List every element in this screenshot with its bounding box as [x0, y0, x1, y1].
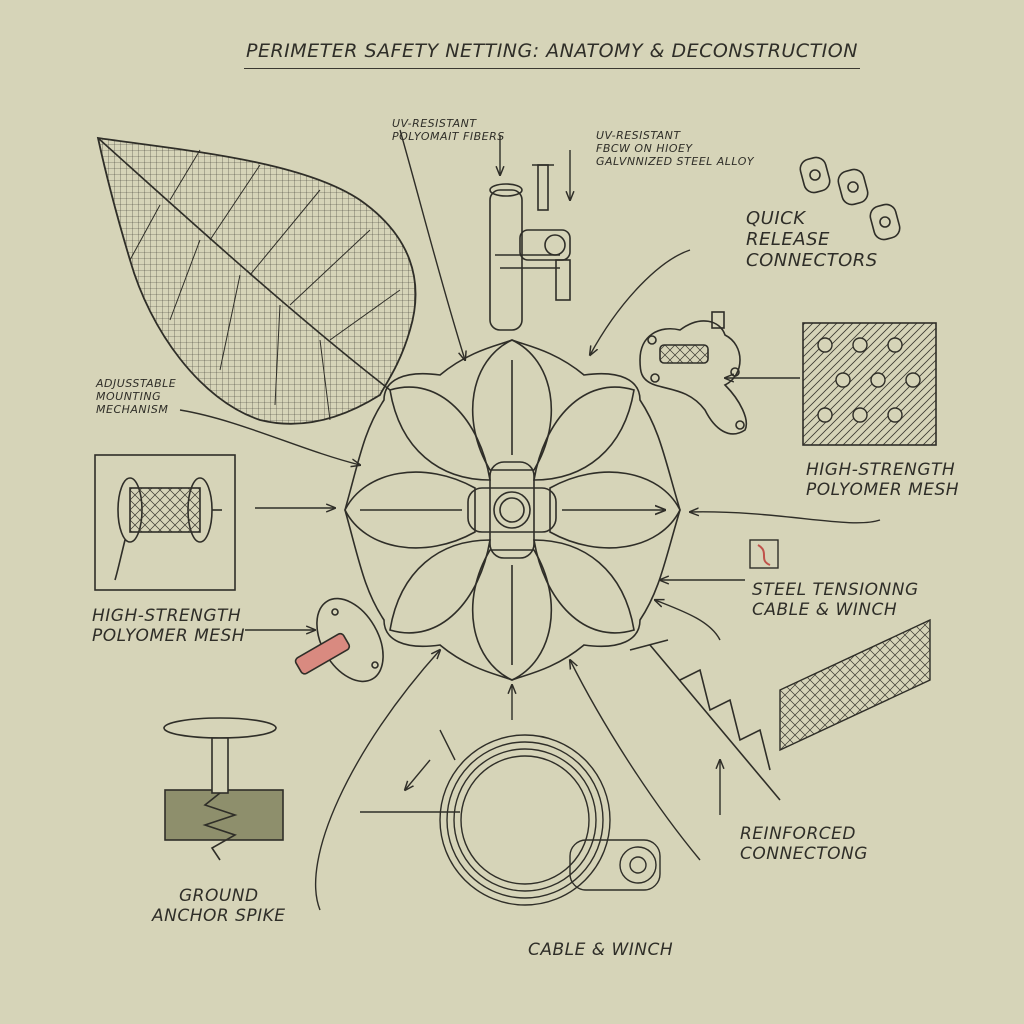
label-line: ANCHOR SPIKE [152, 906, 286, 927]
label-line: STEEL TENSIONNG [752, 580, 919, 600]
screw-anchor-illustration [629, 639, 781, 801]
spool-illustration [94, 454, 236, 591]
label-quick-release: QUICK RELEASE CONNECTORS [746, 208, 878, 272]
label-adjustable-mounting: ADJUSSTABLE MOUNTING MECHANISM [96, 377, 177, 417]
label-line: HIGH-STRENGTH [806, 460, 956, 480]
label-mesh-right: HIGH-STRENGTH POLYOMER MESH [806, 460, 959, 500]
mounting-bracket-illustration [489, 164, 571, 331]
label-mesh-left: HIGH-STRENGTH POLYOMER MESH [92, 606, 245, 646]
cross-connector-illustration [639, 311, 747, 435]
label-line: GALVNNIZED STEEL ALLOY [596, 154, 755, 168]
label-line: GROUND [178, 886, 259, 906]
tensioner-icon [749, 539, 779, 569]
leaf-mesh-illustration [96, 136, 417, 425]
rope-segment-illustration [779, 618, 931, 752]
label-line: UV-RESISTANT [596, 129, 681, 142]
label-line: CONNECTONG [740, 844, 868, 865]
label-line: HIGH-STRENGTH [92, 606, 242, 626]
ground-spike-illustration [163, 717, 284, 861]
central-flower-hub [344, 339, 681, 681]
label-line: RELEASE [746, 229, 830, 251]
label-line: FBCW ON HIOEY [596, 141, 693, 155]
label-line: MOUNTING [96, 389, 162, 403]
label-line: CONNECTORS [746, 250, 878, 272]
label-line: MECHANISM [96, 402, 169, 416]
label-line: CABLE & WINCH [752, 600, 898, 621]
label-line: QUICK [746, 208, 806, 229]
anchor-plate-illustration [294, 597, 384, 683]
label-steel-cable: STEEL TENSIONNG CABLE & WINCH [752, 580, 919, 620]
page-title: PERIMETER SAFETY NETTING: ANATOMY & DECO… [244, 40, 860, 69]
label-reinforced: REINFORCED CONNECTONG [740, 824, 868, 864]
label-line: POLYOMER MESH [92, 626, 246, 647]
label-uv-fibers: UV-RESISTANT POLYOMAIT FIBERS [392, 117, 505, 144]
label-line: UV-RESISTANT [392, 117, 477, 130]
label-uv-steel: UV-RESISTANT FBCW ON HIOEY GALVNNIZED ST… [596, 129, 755, 169]
label-line: POLYOMER MESH [806, 480, 960, 501]
label-ground-anchor: GROUND ANCHOR SPIKE [152, 886, 286, 926]
leader-arrows [179, 129, 881, 911]
label-cable-winch: CABLE & WINCH [528, 940, 673, 960]
cable-coil-illustration [360, 729, 661, 906]
label-line: POLYOMAIT FIBERS [392, 129, 505, 143]
mesh-panel-illustration [802, 322, 937, 446]
label-line: ADJUSSTABLE [96, 377, 177, 390]
label-line: REINFORCED [740, 824, 856, 844]
quick-release-connectors-illustration [799, 156, 901, 241]
label-line: CABLE & WINCH [528, 940, 674, 960]
